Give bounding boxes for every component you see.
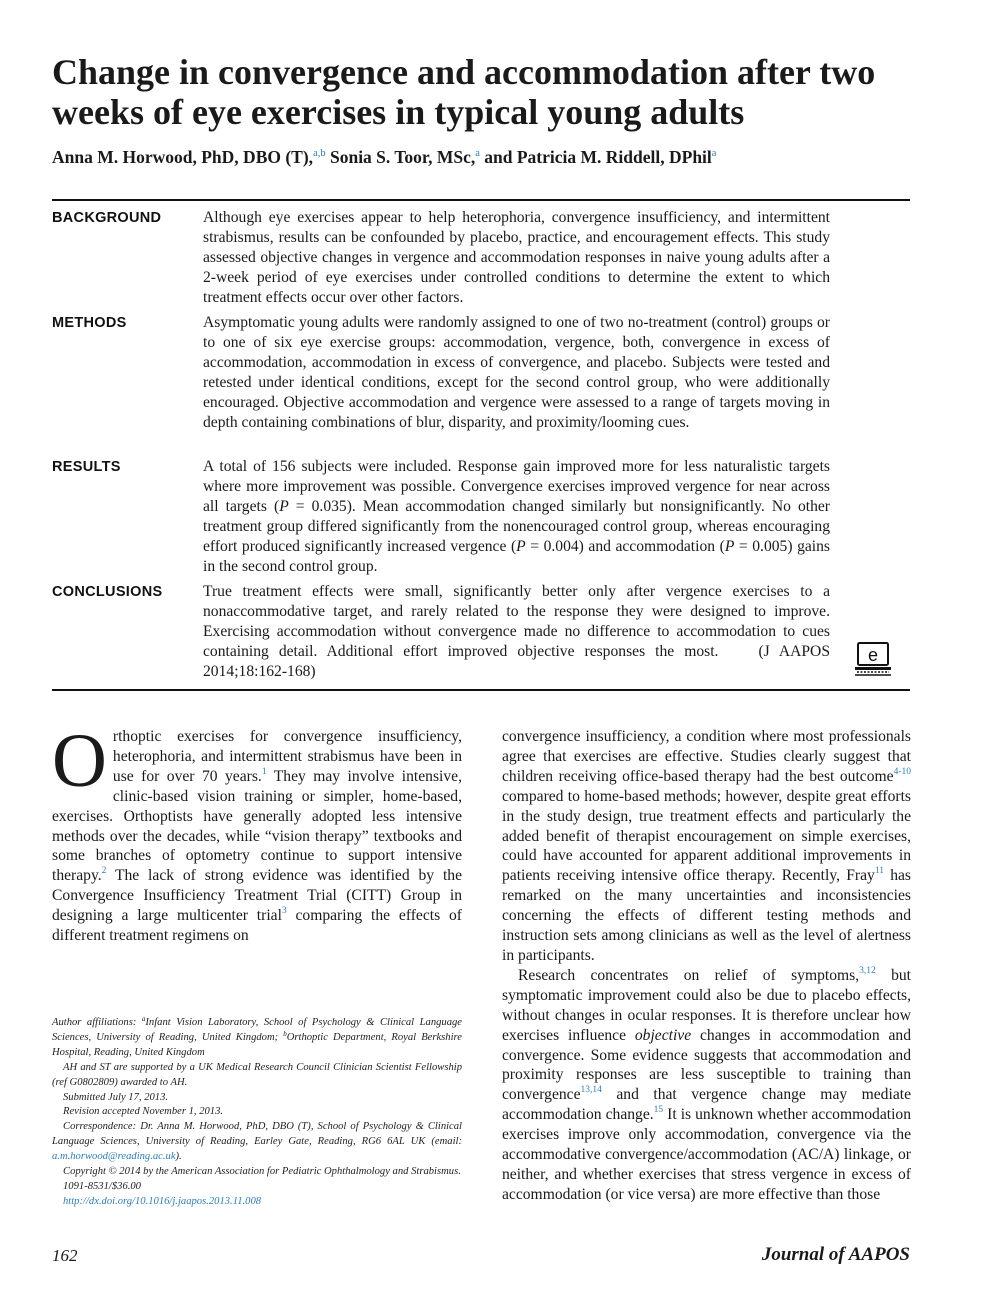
support-line: AH and ST are supported by a UK Medical … (52, 1061, 462, 1088)
ref-link[interactable]: 15 (653, 1105, 664, 1116)
abstract-bottom-rule (52, 689, 910, 691)
ref-link[interactable]: 4-10 (893, 766, 911, 777)
intro-paragraph-2: Research concentrates on relief of sympt… (502, 965, 911, 1203)
intro-paragraph-1-cont: convergence insufficiency, a condition w… (502, 728, 911, 964)
copyright-line: Copyright © 2014 by the American Associa… (63, 1166, 461, 1178)
revision-line: Revision accepted November 1, 2013. (63, 1106, 224, 1118)
ref-link[interactable]: 11 (874, 866, 884, 877)
author-3: and Patricia M. Riddell, DPhil (479, 147, 712, 167)
doi-link[interactable]: http://dx.doi.org/10.1016/j.jaapos.2013.… (63, 1195, 262, 1207)
background-text: Although eye exercises appear to help he… (203, 209, 830, 306)
conclusions-label: CONCLUSIONS (52, 584, 163, 600)
results-label: RESULTS (52, 459, 121, 475)
author-3-affil[interactable]: a (711, 148, 717, 159)
issn-line: 1091-8531/$36.00 (63, 1180, 141, 1192)
page-number: 162 (52, 1246, 78, 1265)
methods-label: METHODS (52, 315, 127, 331)
results-text: A total of 156 subjects were included. R… (203, 458, 830, 575)
submitted-line: Submitted July 17, 2013. (63, 1091, 169, 1103)
journal-name: Journal of AAPOS (761, 1244, 910, 1265)
author-1: Anna M. Horwood, PhD, DBO (T), (52, 147, 314, 167)
ref-link[interactable]: 1 (261, 766, 267, 777)
ref-link[interactable]: 3 (281, 906, 287, 917)
author-affiliations: Author affiliations: aInfant Vision Labo… (52, 1016, 462, 1210)
methods-text: Asymptomatic young adults were randomly … (203, 314, 830, 431)
author-2: Sonia S. Toor, MSc, (325, 147, 476, 167)
ref-link[interactable]: 2 (101, 866, 107, 877)
body-right-column: convergence insufficiency, a condition w… (502, 727, 911, 1205)
ref-link[interactable]: 3,12 (859, 965, 876, 976)
affiliations-line: Author affiliations: aInfant Vision Labo… (52, 1015, 463, 1058)
conclusions-text: True treatment effects were small, signi… (203, 583, 830, 680)
abstract-top-rule (52, 199, 910, 201)
article-title: Change in convergence and accommodation … (52, 52, 876, 132)
author-2-affil[interactable]: a (475, 148, 480, 159)
svg-text:e: e (868, 645, 878, 665)
drop-cap: O (52, 719, 107, 803)
ref-link[interactable]: 13,14 (580, 1085, 602, 1096)
email-link[interactable]: a.m.horwood@reading.ac.uk (52, 1151, 176, 1163)
author-1-affil[interactable]: a,b (313, 148, 326, 159)
author-list: Anna M. Horwood, PhD, DBO (T),a,b Sonia … (52, 145, 932, 169)
correspondence-line: Correspondence: Dr. Anna M. Horwood, PhD… (52, 1121, 462, 1163)
citation: (J AAPOS 2014;18:162-168) (203, 642, 830, 680)
e-computer-icon[interactable]: e (853, 641, 893, 677)
background-label: BACKGROUND (52, 210, 162, 226)
